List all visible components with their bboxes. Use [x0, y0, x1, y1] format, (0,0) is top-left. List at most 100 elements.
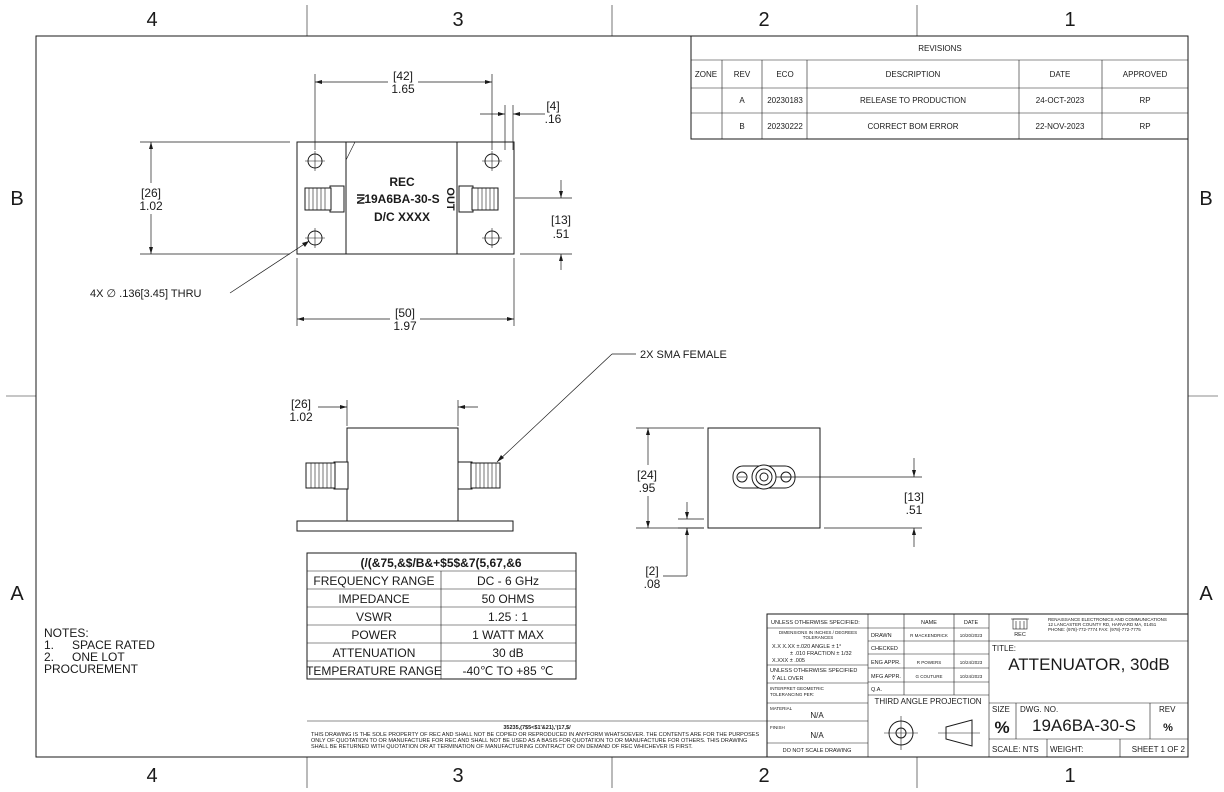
hole-callout: 4X ∅ .136[3.45] THRU — [90, 240, 310, 300]
dim-flange-in: .08 — [644, 577, 661, 591]
side-view-flange — [296, 520, 514, 532]
signoff-row: ENG APPR. R POWERS 10/24/2023 — [871, 660, 983, 666]
sma-connector-left-icon — [304, 185, 345, 213]
side-view-body — [346, 427, 459, 522]
zone-col-4-bottom: 4 — [146, 765, 157, 787]
dim-side-mm: [26] — [291, 397, 311, 411]
zone-col-4-top: 4 — [146, 9, 157, 31]
dimension-end-center: [13] .51 — [776, 458, 924, 547]
dims-note-1: DIMENSIONS IN INCHES / DEGREES — [779, 630, 857, 635]
top-view: REC 19A6BA-30-S D/C XXXX IN OUT [42] 1.6… — [90, 69, 572, 333]
zone-row-a-right: A — [1199, 583, 1213, 605]
mounting-hole-icon — [482, 151, 502, 171]
zone-row-b-left: B — [10, 188, 23, 210]
dimension-length: [42] 1.65 — [314, 69, 493, 150]
size-label: SIZE — [992, 705, 1010, 714]
sheet-number: SHEET 1 OF 2 — [1132, 745, 1186, 754]
spec-value: 50 OHMS — [482, 592, 535, 606]
rev-cell-date: 22-NOV-2023 — [1036, 122, 1085, 131]
drawing-title: ATTENUATOR, 30dB — [1008, 655, 1170, 674]
col-name-header: NAME — [921, 620, 937, 626]
spec-row: TEMPERATURE RANGE -40℃ TO +85 ℃ — [306, 664, 553, 678]
dim-end-height-in: .95 — [639, 481, 656, 495]
proprietary-title: 35235,(7$5<$1'&21),'(17,$/ — [503, 725, 571, 731]
interpret-note-1: INTERPRET GEOMETRIC — [770, 686, 825, 691]
tolerance-line-2: ± .010 FRACTION ± 1/32 — [790, 651, 852, 657]
mounting-hole-icon — [305, 151, 325, 171]
rev-header-rev: REV — [734, 70, 751, 79]
dim-offset-mm: [4] — [546, 99, 559, 113]
spec-value: 1.25 : 1 — [488, 610, 528, 624]
top-view-body — [345, 141, 458, 255]
dim-length-in: 1.65 — [391, 82, 415, 96]
zone-col-2-top: 2 — [758, 9, 769, 31]
note-continuation: PROCUREMENT — [44, 662, 139, 676]
note-number: 2. — [44, 650, 54, 664]
spec-row: ATTENUATION 30 dB — [333, 646, 524, 660]
dimension-end-height: [24] .95 — [636, 427, 704, 529]
rev-label: REV — [1159, 705, 1176, 714]
spec-label: IMPEDANCE — [338, 592, 409, 606]
surface-note-1: UNLESS OTHERWISE SPECIFIED — [770, 668, 857, 674]
dim-end-center-mm: [13] — [904, 490, 924, 504]
spec-label: FREQUENCY RANGE — [313, 574, 434, 588]
tolerance-line-3: X.XXX ± .005 — [772, 658, 805, 664]
rev-cell-approved: RP — [1139, 122, 1150, 131]
interpret-note-2: TOLERANCING PER: — [770, 692, 814, 697]
dim-width-in: 1.97 — [393, 319, 417, 333]
spec-value: 30 dB — [492, 646, 523, 660]
finish-label: FINISH — [770, 725, 785, 730]
title-block: UNLESS OTHERWISE SPECIFIED: DIMENSIONS I… — [766, 613, 1189, 758]
material-value: N/A — [810, 711, 824, 720]
no-scale-note: DO NOT SCALE DRAWING — [783, 748, 852, 754]
port-label-in: IN — [354, 194, 366, 205]
label-line-1: REC — [389, 175, 415, 189]
rev-header-date: DATE — [1050, 70, 1071, 79]
zone-col-2-bottom: 2 — [758, 765, 769, 787]
signoff-row: MFG APPR. G COUTURE 10/24/2023 — [871, 674, 983, 680]
material-label: MATERIAL — [770, 706, 793, 711]
surface-note-2: ∜ ALL OVER — [772, 675, 803, 682]
proprietary-line-3: SHALL BE RETURNED WITH QUOTATION OR AT T… — [311, 744, 693, 750]
signoff-row: CHECKED — [871, 646, 898, 652]
rev-header-zone: ZONE — [695, 70, 717, 79]
finish-value: N/A — [810, 731, 824, 740]
notes-title: NOTES: — [44, 626, 89, 640]
hole-note: 4X ∅ .136[3.45] THRU — [90, 288, 202, 300]
spec-value: 1 WATT MAX — [472, 628, 544, 642]
connector-note: 2X SMA FEMALE — [640, 349, 727, 361]
proprietary-notice: 35235,(7$5<$1'&21),'(17,$/ THIS DRAWING … — [307, 720, 767, 750]
projection-label: THIRD ANGLE PROJECTION — [874, 697, 981, 706]
signoff-date: 10/20/2023 — [960, 633, 983, 638]
rev-header-description: DESCRIPTION — [886, 70, 941, 79]
proprietary-line-2: ONLY OF QUOTATION TO OR MANUFACTURE FOR … — [311, 738, 747, 744]
zone-col-1-bottom: 1 — [1064, 765, 1075, 787]
dim-offset-in: .16 — [545, 112, 562, 126]
signoff-role: MFG APPR. — [871, 674, 901, 680]
note-text: ONE LOT — [72, 650, 125, 664]
signoff-date: 10/24/2023 — [960, 660, 983, 665]
spec-value: -40℃ TO +85 ℃ — [463, 664, 554, 678]
sma-connector-left-icon — [305, 461, 349, 490]
spec-label: POWER — [351, 628, 397, 642]
weight-label: WEIGHT: — [1050, 745, 1083, 754]
zone-col-3-bottom: 3 — [452, 765, 463, 787]
rev-cell-rev: A — [739, 96, 745, 105]
zone-markers: 4 3 2 1 4 3 2 1 B B A A — [10, 9, 1213, 787]
proprietary-line-1: THIS DRAWING IS THE SOLE PROPERTY OF REC… — [311, 732, 759, 738]
dimension-center: [13] .51 — [515, 180, 572, 270]
rev-cell-description: RELEASE TO PRODUCTION — [860, 96, 966, 105]
rev-header-eco: ECO — [776, 70, 793, 79]
signoff-name: R POWERS — [917, 660, 942, 665]
dim-end-height-mm: [24] — [637, 468, 657, 482]
signoff-role: Q.A. — [871, 687, 882, 693]
tolerance-line-1: X.X X.XX ±.020 ANGLE ± 1° — [772, 644, 841, 650]
signoff-role: CHECKED — [871, 646, 898, 652]
rev-header-approved: APPROVED — [1123, 70, 1168, 79]
third-angle-projection-icon — [884, 716, 980, 750]
signoff-row: Q.A. — [871, 687, 882, 693]
rev-cell-description: CORRECT BOM ERROR — [868, 122, 959, 131]
connector-callout: 2X SMA FEMALE — [496, 349, 727, 463]
rev-cell-date: 24-OCT-2023 — [1036, 96, 1085, 105]
dim-height-in: 1.02 — [139, 199, 163, 213]
